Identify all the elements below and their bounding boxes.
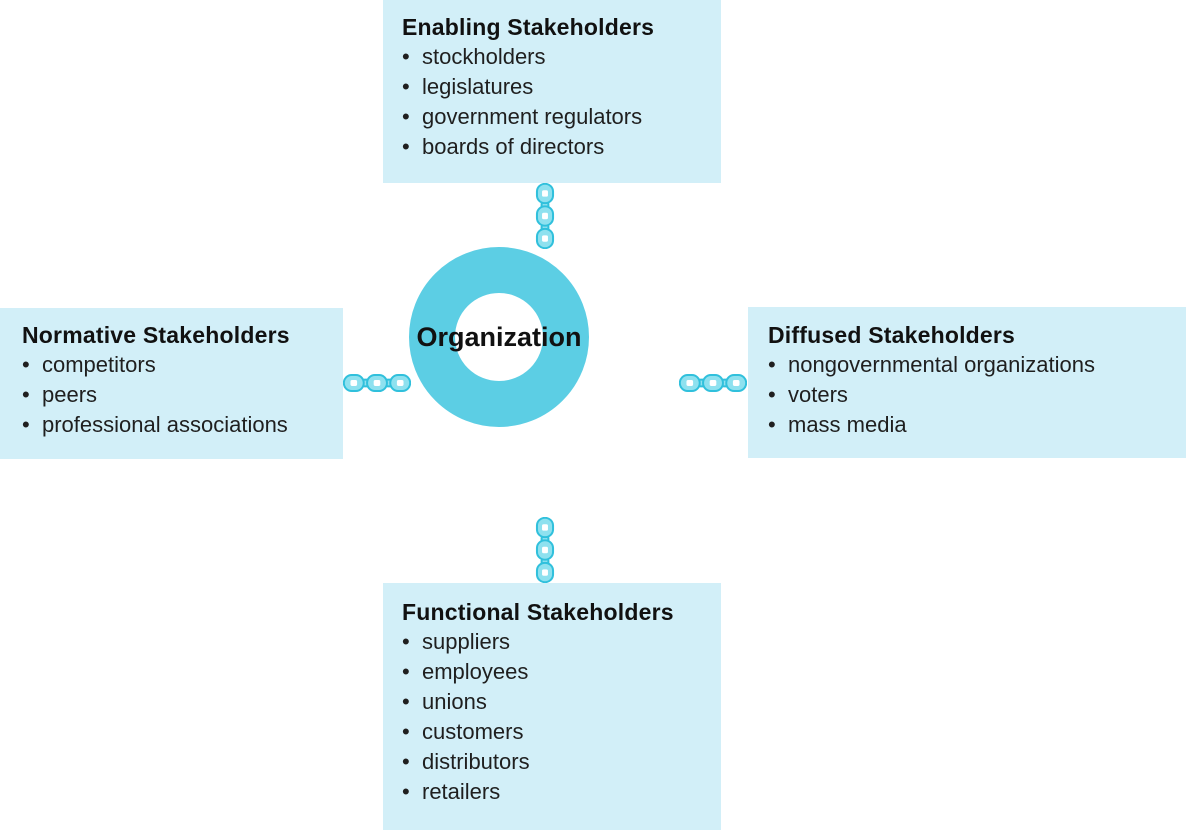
bullet-icon: • <box>402 779 410 804</box>
list-item: • government regulators <box>402 102 711 132</box>
list-item: • voters <box>768 380 1176 410</box>
chain-link-left <box>343 373 411 393</box>
list-item-label: distributors <box>422 749 530 774</box>
normative-stakeholders-list: • competitors • peers • professional associ… <box>22 350 333 440</box>
diffused-stakeholders-list: • nongovernmental organizations • voters •… <box>768 350 1176 440</box>
bullet-icon: • <box>22 352 30 377</box>
bullet-icon: • <box>402 659 410 684</box>
list-item: • nongovernmental organizations <box>768 350 1176 380</box>
list-item: • professional associations <box>22 410 333 440</box>
functional-stakeholders-list: • suppliers • employees • unions • customers… <box>402 627 711 807</box>
bullet-icon: • <box>402 719 410 744</box>
list-item-label: suppliers <box>422 629 511 654</box>
list-item-label: competitors <box>42 352 156 377</box>
list-item: • retailers <box>402 777 711 807</box>
diffused-stakeholders-title: Diffused Stakeholders <box>768 322 1016 348</box>
list-item: • stockholders <box>402 42 711 72</box>
organization-ring: Organization <box>409 247 589 427</box>
chain-link-top <box>535 183 555 249</box>
list-item-label: customers <box>422 719 524 744</box>
chain-link-bottom <box>535 517 555 583</box>
bullet-icon: • <box>402 689 410 714</box>
list-item: • suppliers <box>402 627 711 657</box>
list-item: • employees <box>402 657 711 687</box>
bullet-icon: • <box>768 382 776 407</box>
bullet-icon: • <box>402 74 410 99</box>
bullet-icon: • <box>768 352 776 377</box>
list-item: • boards of directors <box>402 132 711 162</box>
organization-label: Organization <box>416 321 582 352</box>
bullet-icon: • <box>22 412 30 437</box>
list-item-label: voters <box>788 382 848 407</box>
normative-stakeholders-title: Normative Stakeholders <box>22 322 290 348</box>
bullet-icon: • <box>402 44 410 69</box>
chain-link-right <box>679 373 747 393</box>
list-item: • customers <box>402 717 711 747</box>
list-item-label: peers <box>42 382 98 407</box>
enabling-stakeholders-title: Enabling Stakeholders <box>402 14 655 40</box>
list-item-label: boards of directors <box>422 134 605 159</box>
list-item: • distributors <box>402 747 711 777</box>
list-item: • mass media <box>768 410 1176 440</box>
bullet-icon: • <box>402 749 410 774</box>
bullet-icon: • <box>768 412 776 437</box>
list-item-label: professional associations <box>42 412 288 437</box>
list-item: • legislatures <box>402 72 711 102</box>
list-item-label: government regulators <box>422 104 643 129</box>
bullet-icon: • <box>402 629 410 654</box>
list-item: • unions <box>402 687 711 717</box>
list-item: • peers <box>22 380 333 410</box>
bullet-icon: • <box>402 134 410 159</box>
functional-stakeholders-title: Functional Stakeholders <box>402 599 674 625</box>
list-item-label: unions <box>422 689 487 714</box>
bullet-icon: • <box>22 382 30 407</box>
list-item-label: stockholders <box>422 44 546 69</box>
functional-stakeholders-box: Functional Stakeholders • suppliers • empl… <box>383 583 721 830</box>
enabling-stakeholders-box: Enabling Stakeholders • stockholders • leg… <box>383 0 721 183</box>
list-item-label: legislatures <box>422 74 534 99</box>
normative-stakeholders-box: Normative Stakeholders • competitors • pee… <box>0 308 343 459</box>
diffused-stakeholders-box: Diffused Stakeholders • nongovernmental o… <box>748 307 1186 458</box>
list-item-label: employees <box>422 659 529 684</box>
list-item-label: nongovernmental organizations <box>788 352 1095 377</box>
list-item-label: mass media <box>788 412 907 437</box>
list-item-label: retailers <box>422 779 501 804</box>
enabling-stakeholders-list: • stockholders • legislatures • government … <box>402 42 711 162</box>
bullet-icon: • <box>402 104 410 129</box>
list-item: • competitors <box>22 350 333 380</box>
